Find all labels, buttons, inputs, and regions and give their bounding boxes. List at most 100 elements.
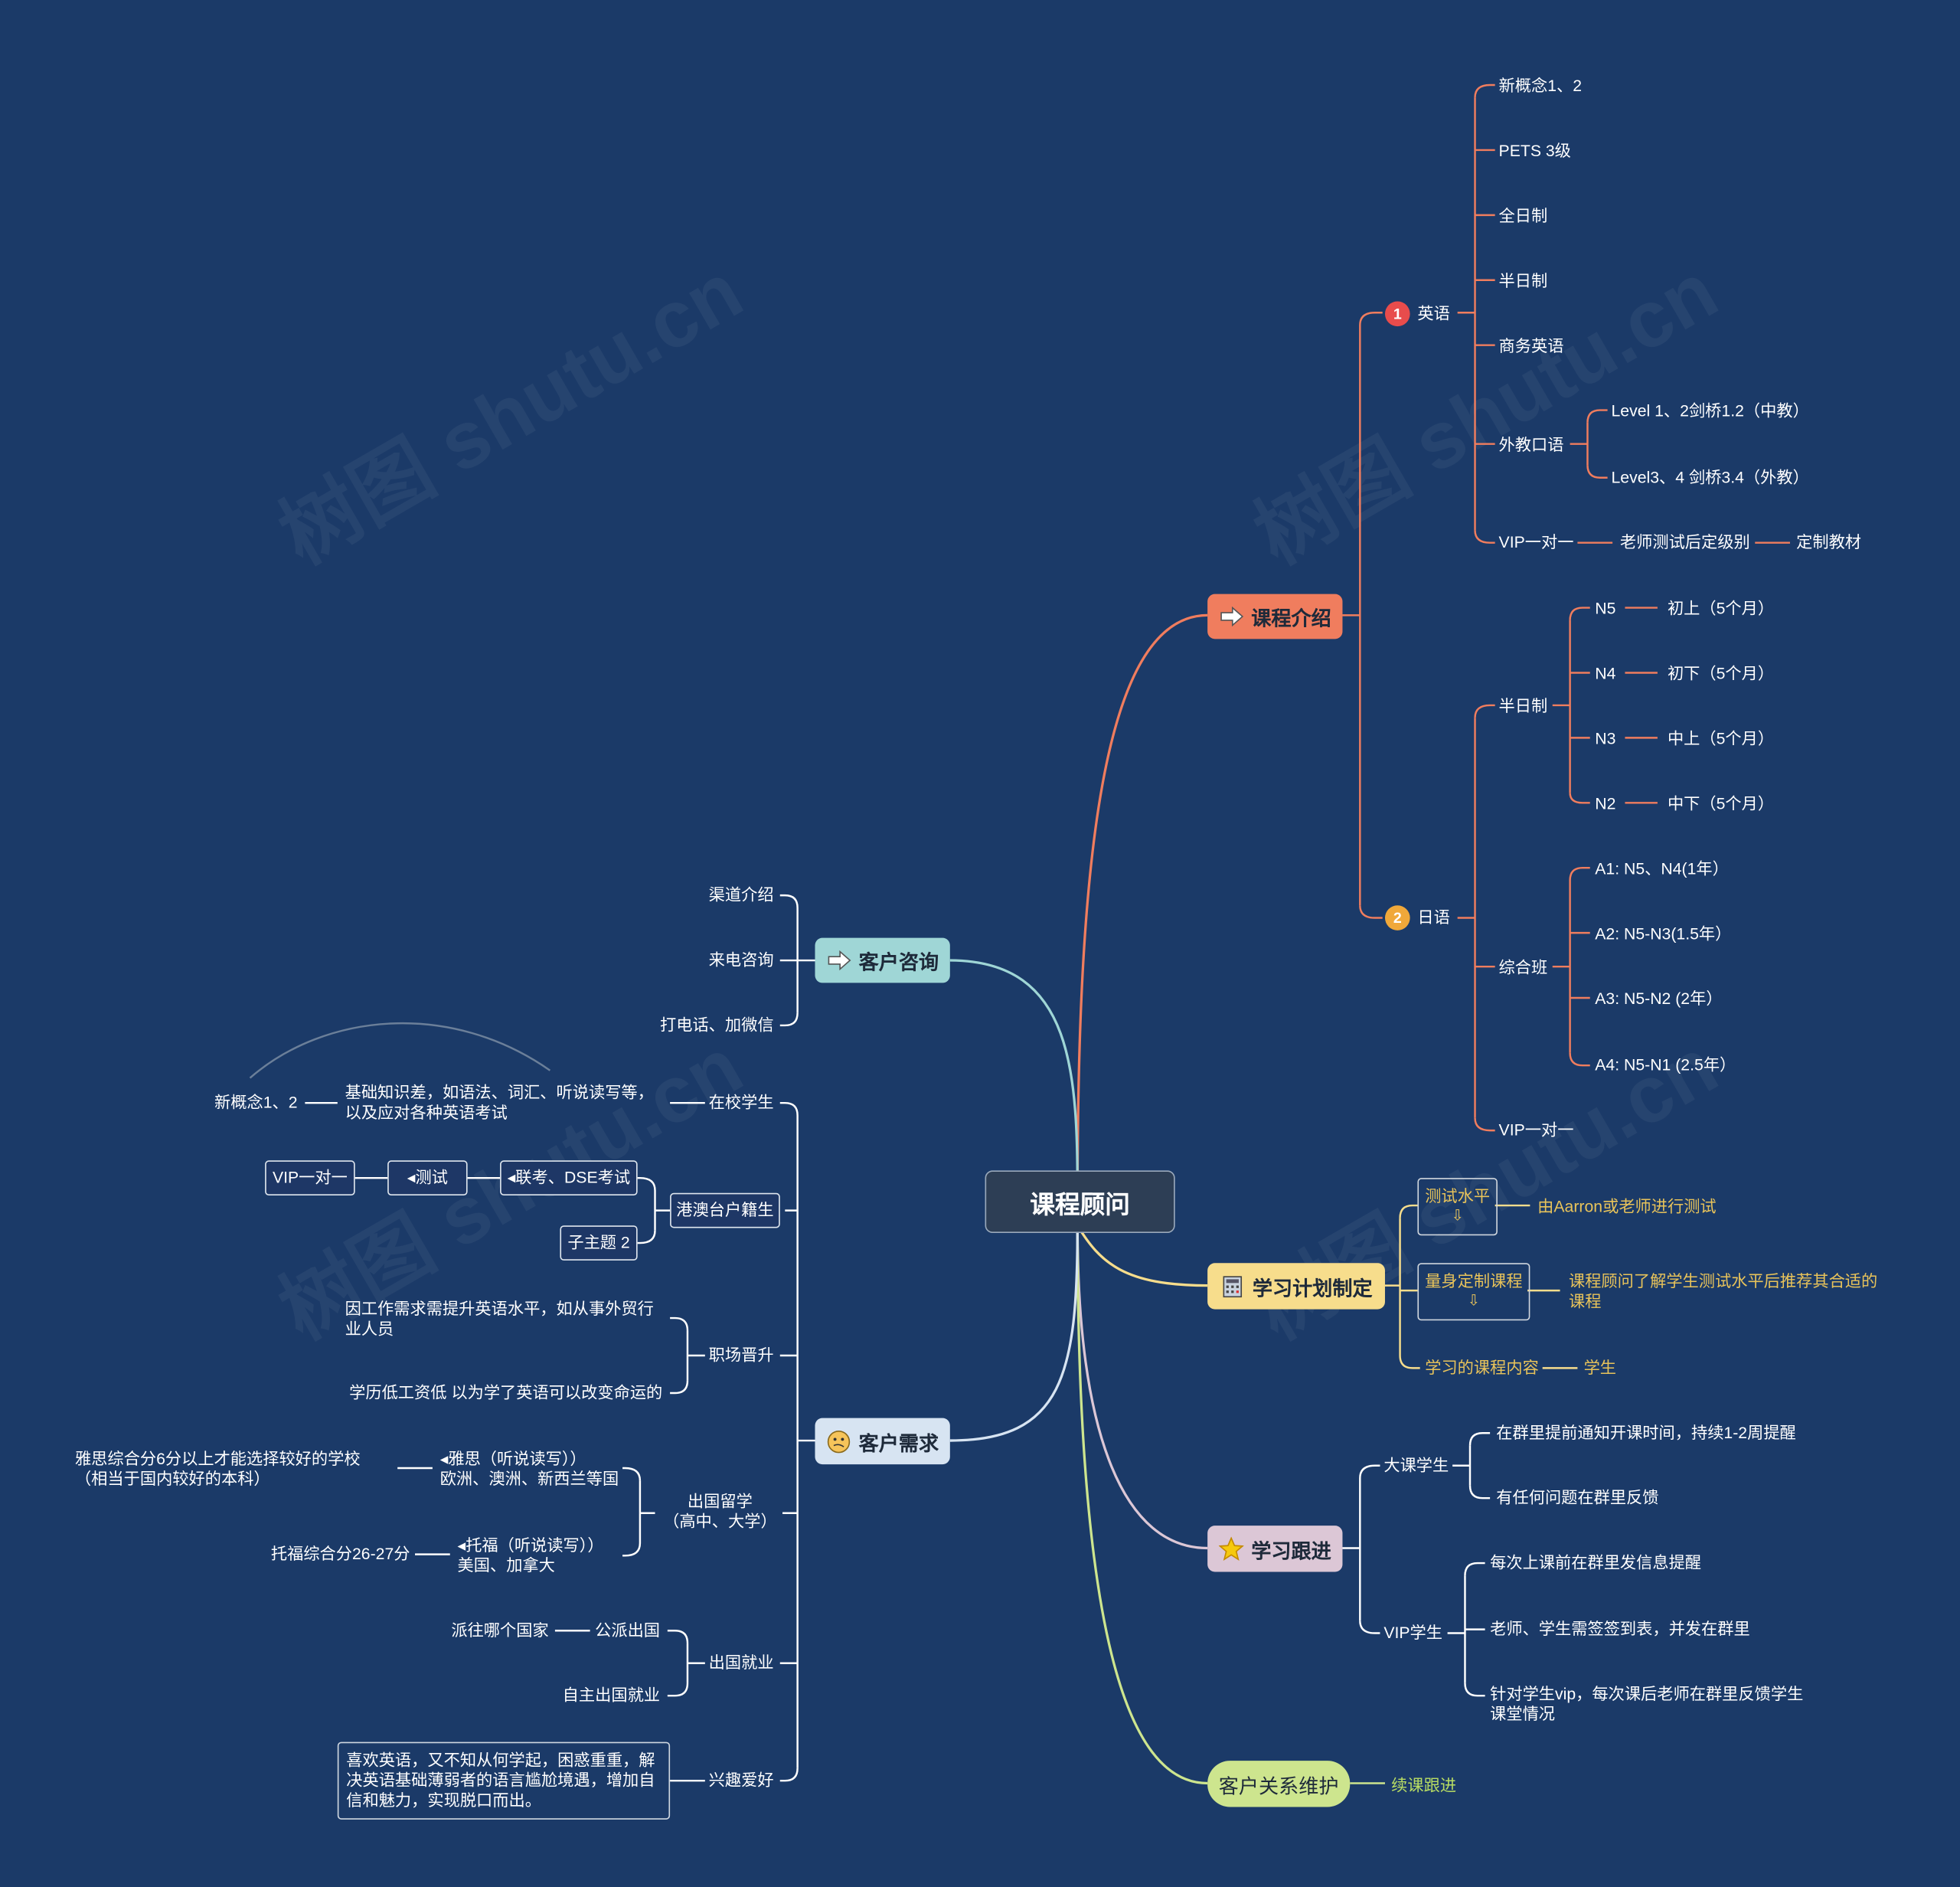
needs-label: 客户需求: [858, 1434, 939, 1455]
hobby-desc-box[interactable]: 喜欢英语，又不知从何学起，困惑重重，解决英语基础薄弱者的语言尴尬境遇，增加自信和…: [337, 1741, 671, 1820]
abroad-label[interactable]: 出国留学 （高中、大学）: [662, 1492, 777, 1532]
big-class-item[interactable]: 有任何问题在群里反馈: [1496, 1488, 1659, 1507]
work-self[interactable]: 自主出国就业: [562, 1686, 661, 1705]
consult-item[interactable]: 来电咨询: [708, 950, 774, 970]
hk-exam: ◂联考、DSE考试: [507, 1168, 631, 1187]
consult-node[interactable]: 客户咨询: [815, 937, 950, 983]
japanese-half-label[interactable]: 半日制: [1498, 696, 1548, 716]
needs-node[interactable]: 客户需求: [815, 1418, 950, 1465]
consult-label: 客户咨询: [858, 953, 939, 975]
english-item[interactable]: PETS 3级: [1498, 141, 1571, 161]
test-level-label: 测试水平: [1425, 1186, 1491, 1206]
jlpt-detail[interactable]: 初下（5个月）: [1667, 664, 1775, 683]
english-item[interactable]: 新概念1、2: [1498, 76, 1583, 96]
course-node[interactable]: 课程介绍: [1207, 594, 1343, 639]
school-desc[interactable]: 基础知识差，如语法、词汇、听说读写等，以及应对各种英语考试: [345, 1083, 654, 1122]
english-item[interactable]: 全日制: [1498, 206, 1548, 225]
abroad-label-line1: 出国留学: [687, 1492, 753, 1511]
ielts-label-line1: ◂雅思（听说读写））: [439, 1449, 586, 1468]
combo-item[interactable]: A3: N5-N2 (2年）: [1595, 989, 1723, 1009]
thinking-face-icon: [826, 1430, 851, 1453]
jlpt-level[interactable]: N4: [1595, 664, 1616, 683]
english-vip-step[interactable]: 老师测试后定级别: [1619, 532, 1750, 552]
hk-sub-box[interactable]: 子主题 2: [560, 1225, 638, 1261]
big-class-item[interactable]: 在群里提前通知开课时间，持续1-2周提醒: [1496, 1423, 1796, 1442]
hobby-desc: 喜欢英语，又不知从何学起，困惑重重，解决英语基础薄弱者的语言尴尬境遇，增加自信和…: [346, 1751, 655, 1810]
custom-course-box[interactable]: 量身定制课程 ⇩: [1417, 1263, 1530, 1321]
career-item[interactable]: 因工作需求需提升英语水平，如从事外贸行业人员: [345, 1299, 654, 1339]
vip-student-item[interactable]: 每次上课前在群里发信息提醒: [1490, 1553, 1702, 1572]
arrow-right-icon: [1219, 605, 1244, 627]
combo-item[interactable]: A2: N5-N3(1.5年）: [1595, 924, 1732, 944]
jlpt-detail[interactable]: 中上（5个月）: [1667, 728, 1775, 748]
japanese-vip[interactable]: VIP一对一: [1498, 1120, 1574, 1140]
relation-node[interactable]: 客户关系维护: [1207, 1761, 1351, 1807]
hk-label-box[interactable]: 港澳台户籍生: [670, 1192, 780, 1228]
ielts-label[interactable]: ◂雅思（听说读写）） 欧洲、澳洲、新西兰等国: [440, 1449, 619, 1489]
custom-course-label: 量身定制课程: [1425, 1271, 1523, 1291]
combo-item[interactable]: A4: N5-N1 (2.5年）: [1595, 1055, 1736, 1074]
hk-exam-box[interactable]: ◂联考、DSE考试: [500, 1160, 638, 1196]
work-public[interactable]: 公派出国: [595, 1620, 661, 1640]
content-label[interactable]: 学习的课程内容: [1425, 1358, 1539, 1377]
arrow-right-icon: [826, 949, 851, 971]
vip-student-label[interactable]: VIP学生: [1383, 1623, 1443, 1642]
root-node[interactable]: 课程顾问: [985, 1170, 1175, 1234]
hk-test-box[interactable]: ◂测试: [387, 1160, 468, 1196]
down-arrow-icon: ⇩: [1451, 1206, 1464, 1225]
abroad-label-line2: （高中、大学）: [663, 1512, 777, 1531]
calculator-icon: [1220, 1275, 1245, 1297]
jlpt-level[interactable]: N2: [1595, 793, 1616, 813]
consult-item[interactable]: 渠道介绍: [708, 885, 774, 904]
english-vip-label[interactable]: VIP一对一: [1498, 532, 1574, 552]
jlpt-detail[interactable]: 中下（5个月）: [1667, 793, 1775, 813]
hk-label: 港澳台户籍生: [676, 1200, 774, 1220]
school-course[interactable]: 新概念1、2: [214, 1093, 298, 1112]
work-label[interactable]: 出国就业: [708, 1653, 774, 1673]
ielts-desc[interactable]: 雅思综合分6分以上才能选择较好的学校 （相当于国内较好的本科）: [75, 1449, 361, 1489]
toefl-desc[interactable]: 托福综合分26-27分: [270, 1544, 410, 1564]
jlpt-level[interactable]: N3: [1595, 728, 1616, 748]
vip-student-item[interactable]: 针对学生vip，每次课后老师在群里反馈学生课堂情况: [1490, 1684, 1804, 1724]
english-item[interactable]: 商务英语: [1498, 336, 1564, 355]
school-label[interactable]: 在校学生: [708, 1093, 774, 1112]
jlpt-level[interactable]: N5: [1595, 599, 1616, 618]
oral-item[interactable]: Level3、4 剑桥3.4（外教）: [1611, 467, 1809, 487]
toefl-label-line1: ◂托福（听说读写））: [457, 1535, 604, 1555]
consult-item[interactable]: 打电话、加微信: [660, 1015, 774, 1035]
big-class-label[interactable]: 大课学生: [1383, 1455, 1449, 1475]
english-label[interactable]: 英语: [1417, 303, 1450, 323]
track-node[interactable]: 学习跟进: [1207, 1526, 1343, 1572]
hk-vip-box[interactable]: VIP一对一: [265, 1160, 355, 1196]
toefl-label-line2: 美国、加拿大: [457, 1555, 555, 1575]
root-label: 课程顾问: [1030, 1191, 1130, 1219]
jlpt-detail[interactable]: 初上（5个月）: [1667, 599, 1775, 618]
relation-label: 客户关系维护: [1218, 1776, 1339, 1798]
ielts-desc-line2: （相当于国内较好的本科）: [74, 1469, 270, 1489]
career-item[interactable]: 学历低工资低 以为学了英语可以改变命运的: [349, 1382, 663, 1402]
toefl-label[interactable]: ◂托福（听说读写）） 美国、加拿大: [458, 1535, 604, 1575]
star-icon: [1218, 1535, 1244, 1561]
english-vip-result[interactable]: 定制教材: [1796, 532, 1862, 552]
english-item[interactable]: 半日制: [1498, 271, 1548, 290]
vip-student-item[interactable]: 老师、学生需签签到表，并发在群里: [1490, 1619, 1750, 1639]
oral-item[interactable]: Level 1、2剑桥1.2（中教）: [1611, 401, 1809, 420]
hk-sub: 子主题 2: [567, 1233, 630, 1252]
oral-label[interactable]: 外教口语: [1498, 435, 1564, 454]
work-public-desc[interactable]: 派往哪个国家: [451, 1620, 549, 1640]
ielts-label-line2: 欧洲、澳洲、新西兰等国: [439, 1469, 619, 1489]
relation-desc[interactable]: 续课跟进: [1391, 1775, 1457, 1795]
down-arrow-icon: ⇩: [1467, 1291, 1481, 1310]
combo-item[interactable]: A1: N5、N4(1年）: [1595, 858, 1729, 878]
hobby-label[interactable]: 兴趣爱好: [708, 1771, 774, 1790]
plan-node[interactable]: 学习计划制定: [1207, 1263, 1385, 1310]
japanese-label[interactable]: 日语: [1417, 908, 1450, 927]
ielts-desc-line1: 雅思综合分6分以上才能选择较好的学校: [74, 1449, 361, 1468]
test-level-box[interactable]: 测试水平 ⇩: [1417, 1178, 1498, 1236]
japanese-combo-label[interactable]: 综合班: [1498, 957, 1548, 977]
test-level-desc[interactable]: 由Aarron或老师进行测试: [1537, 1196, 1717, 1216]
career-label[interactable]: 职场晋升: [708, 1345, 774, 1365]
custom-course-desc[interactable]: 课程顾问了解学生测试水平后推荐其合适的课程: [1568, 1271, 1878, 1311]
content-desc[interactable]: 学生: [1583, 1358, 1617, 1377]
